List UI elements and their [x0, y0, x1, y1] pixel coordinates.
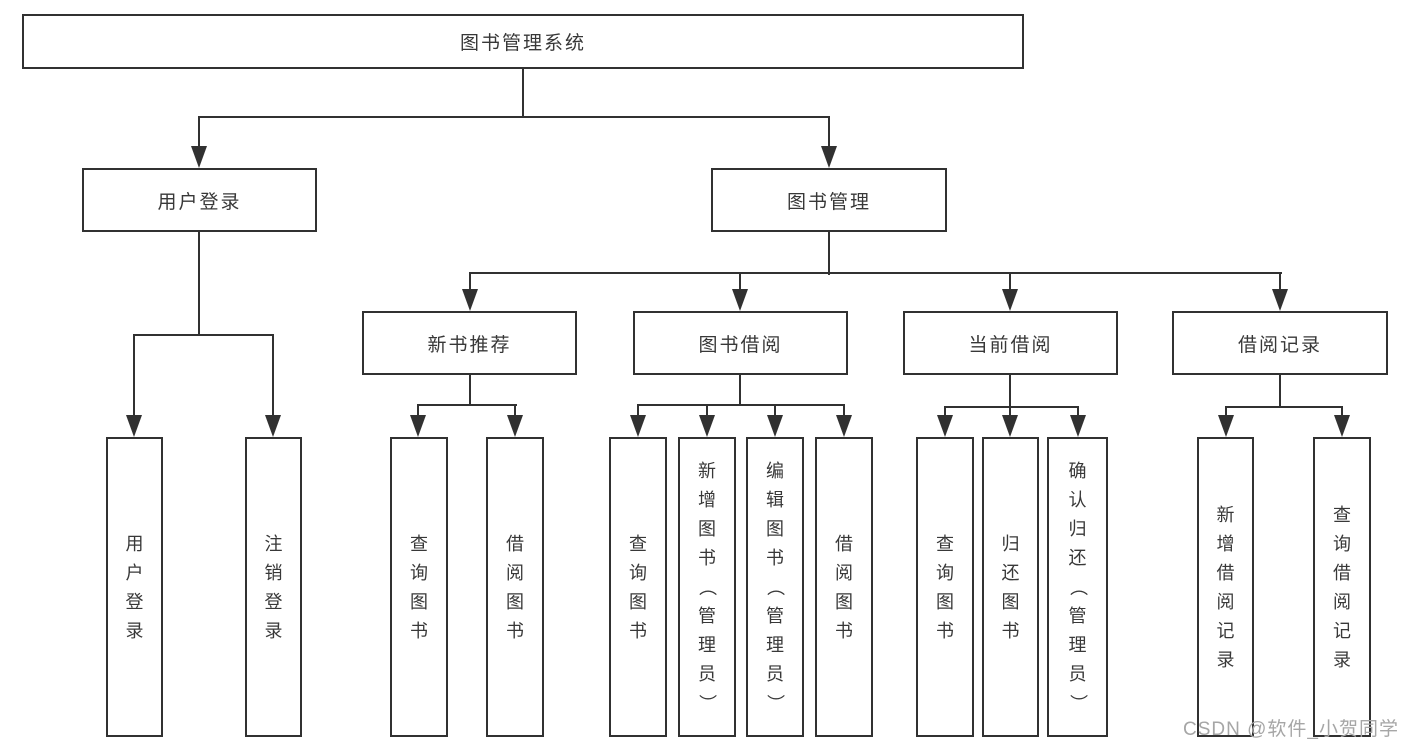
node-label: 用户登录: [125, 533, 144, 641]
leaf-query-books-1: 查询图书: [390, 437, 448, 737]
arrowhead-leaf-query-books-2: [630, 415, 646, 437]
connector-user-login-rail: [133, 334, 274, 336]
connector-stem: [1341, 406, 1343, 417]
connector-borrow-records-rail: [1225, 406, 1343, 408]
leaf-confirm-return-admin: 确认归还（管理员）: [1047, 437, 1108, 737]
connector-stem: [417, 404, 419, 417]
leaf-query-books-2: 查询图书: [609, 437, 667, 737]
arrowhead-leaf-confirm-return: [1070, 415, 1086, 437]
arrowhead-leaf-user-login: [126, 415, 142, 437]
connector-stem: [514, 404, 516, 417]
node-library-management-system: 图书管理系统: [22, 14, 1024, 69]
node-label: 图书管理系统: [459, 33, 586, 54]
node-label: 借阅图书: [835, 533, 853, 641]
node-label: 新增图书（管理员）: [697, 461, 717, 712]
connector-current-borrow-rail: [944, 406, 1079, 408]
arrowhead-leaf-logout: [265, 415, 281, 437]
connector-stem-new-book: [469, 272, 471, 291]
node-label: 归还图书: [1001, 533, 1020, 641]
node-borrowing-records: 借阅记录: [1172, 311, 1388, 375]
arrowhead-leaf-edit-books: [767, 415, 783, 437]
connector-stem-leaf-user-login: [133, 334, 135, 416]
connector-stem: [774, 404, 776, 417]
leaf-add-borrow-record: 新增借阅记录: [1197, 437, 1254, 737]
arrowhead-leaf-return-books: [1002, 415, 1018, 437]
connector-root-drop: [522, 69, 524, 118]
node-book-borrowing: 图书借阅: [633, 311, 848, 375]
leaf-logout: 注销登录: [245, 437, 302, 737]
arrowhead-leaf-query-books-1: [410, 415, 426, 437]
node-label: 图书管理: [786, 191, 871, 213]
leaf-query-books-3: 查询图书: [916, 437, 974, 737]
node-label: 借阅记录: [1237, 334, 1322, 356]
node-label: 注销登录: [264, 533, 283, 641]
connector-book-mgmt-drop: [828, 231, 830, 275]
arrowhead-borrow-records: [1272, 289, 1288, 311]
arrowhead-current-borrow: [1002, 289, 1018, 311]
connector-book-borrow-rail: [637, 404, 845, 406]
node-current-borrowing: 当前借阅: [903, 311, 1118, 375]
node-label: 新增借阅记录: [1216, 504, 1235, 670]
node-label: 确认归还（管理员）: [1067, 461, 1088, 712]
leaf-borrow-books-2: 借阅图书: [815, 437, 873, 737]
node-label: 查询图书: [936, 533, 954, 641]
leaf-borrow-books-1: 借阅图书: [486, 437, 544, 737]
connector-book-borrow-drop: [739, 374, 741, 406]
connector-stem-book-mgmt: [828, 116, 830, 148]
connector-level3-rail: [469, 272, 1282, 274]
node-label: 借阅图书: [506, 533, 524, 641]
leaf-add-books-admin: 新增图书（管理员）: [678, 437, 736, 737]
node-label: 查询图书: [410, 533, 428, 641]
connector-stem-current-borrow: [1009, 272, 1011, 291]
arrowhead-leaf-query-record: [1334, 415, 1350, 437]
node-book-management: 图书管理: [711, 168, 947, 232]
arrowhead-leaf-add-books: [699, 415, 715, 437]
connector-stem: [944, 406, 946, 417]
node-label: 编辑图书（管理员）: [765, 461, 785, 712]
connector-borrow-records-drop: [1279, 374, 1281, 408]
connector-stem-leaf-logout: [272, 334, 274, 416]
connector-stem: [1225, 406, 1227, 417]
arrowhead-user-login: [191, 146, 207, 168]
connector-stem-book-borrow: [739, 272, 741, 291]
connector-new-book-drop: [469, 374, 471, 406]
connector-current-borrow-drop: [1009, 374, 1011, 408]
arrowhead-leaf-query-books-3: [937, 415, 953, 437]
leaf-user-login: 用户登录: [106, 437, 163, 737]
arrowhead-leaf-borrow-books-2: [836, 415, 852, 437]
connector-stem: [706, 404, 708, 417]
connector-stem: [637, 404, 639, 417]
arrowhead-book-mgmt: [821, 146, 837, 168]
node-new-book-recommend: 新书推荐: [362, 311, 577, 375]
arrowhead-leaf-borrow-books-1: [507, 415, 523, 437]
connector-stem: [843, 404, 845, 417]
node-user-login: 用户登录: [82, 168, 317, 232]
connector-new-book-rail: [417, 404, 517, 406]
node-label: 新书推荐: [427, 334, 512, 356]
node-label: 查询借阅记录: [1333, 504, 1351, 670]
node-label: 查询图书: [629, 533, 647, 641]
arrowhead-leaf-add-record: [1218, 415, 1234, 437]
node-label: 用户登录: [157, 191, 242, 213]
connector-stem: [1077, 406, 1079, 417]
node-label: 当前借阅: [968, 334, 1053, 356]
arrowhead-new-book: [462, 289, 478, 311]
arrowhead-book-borrow: [732, 289, 748, 311]
leaf-return-books: 归还图书: [982, 437, 1039, 737]
connector-stem-borrow-records: [1279, 272, 1281, 291]
connector-stem: [1009, 406, 1011, 417]
connector-stem-user-login: [198, 116, 200, 148]
connector-level2-rail: [198, 116, 830, 118]
leaf-edit-books-admin: 编辑图书（管理员）: [746, 437, 804, 737]
leaf-query-borrow-record: 查询借阅记录: [1313, 437, 1371, 737]
node-label: 图书借阅: [698, 334, 783, 356]
watermark-text: CSDN @软件_小贺同学: [1183, 719, 1399, 740]
connector-user-login-drop: [198, 231, 200, 336]
